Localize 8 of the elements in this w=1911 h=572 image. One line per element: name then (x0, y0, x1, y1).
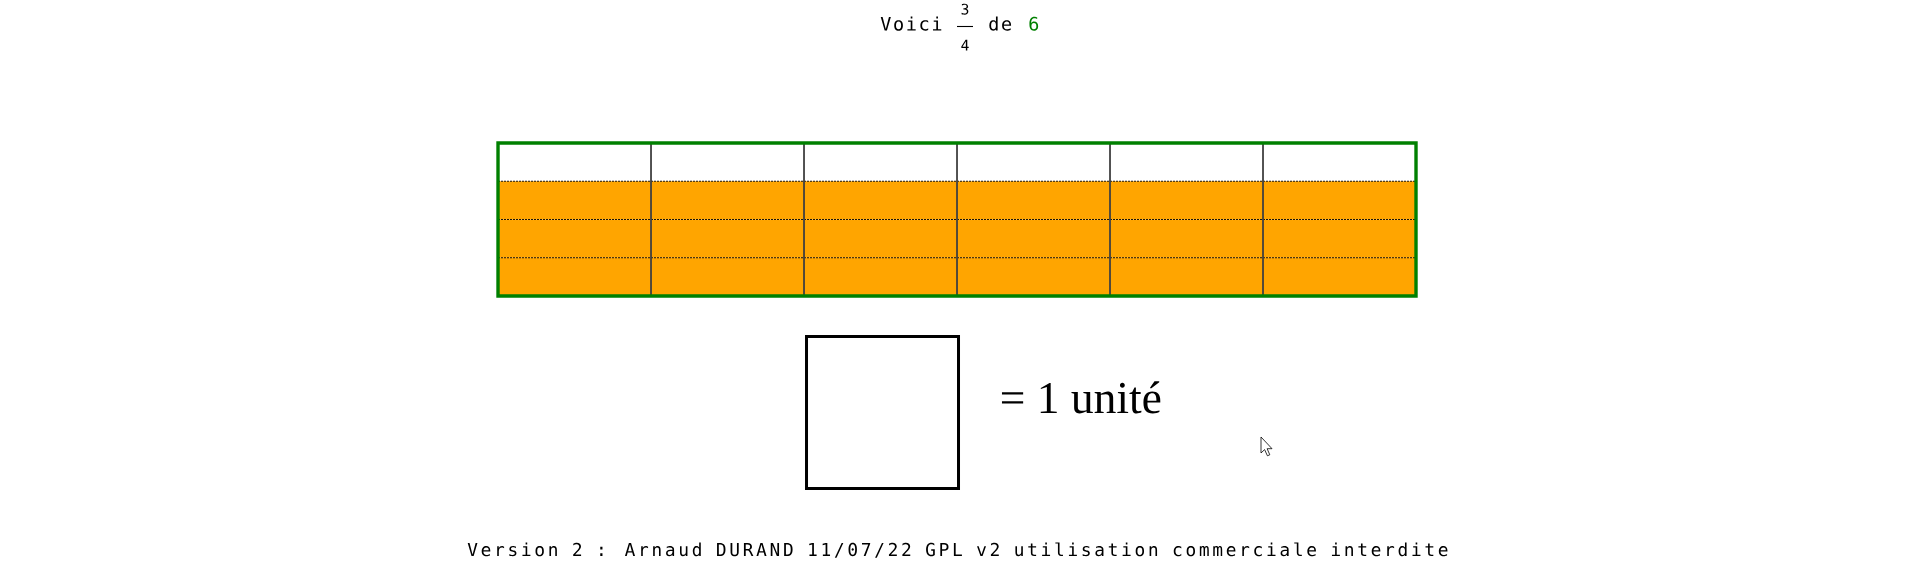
whole-number: 6 (1029, 16, 1039, 31)
title-word: de (989, 16, 1012, 31)
denominator: 4 (961, 39, 969, 51)
numerator: 3 (961, 3, 969, 15)
unit-square (805, 335, 960, 490)
legend-text: = 1 unité (1001, 381, 1161, 414)
credit-line: Version 2 : Arnaud DURAND 11/07/22 GPL v2 utilisation commerciale interdite (467, 542, 1448, 558)
title-word: Voici (880, 16, 942, 31)
